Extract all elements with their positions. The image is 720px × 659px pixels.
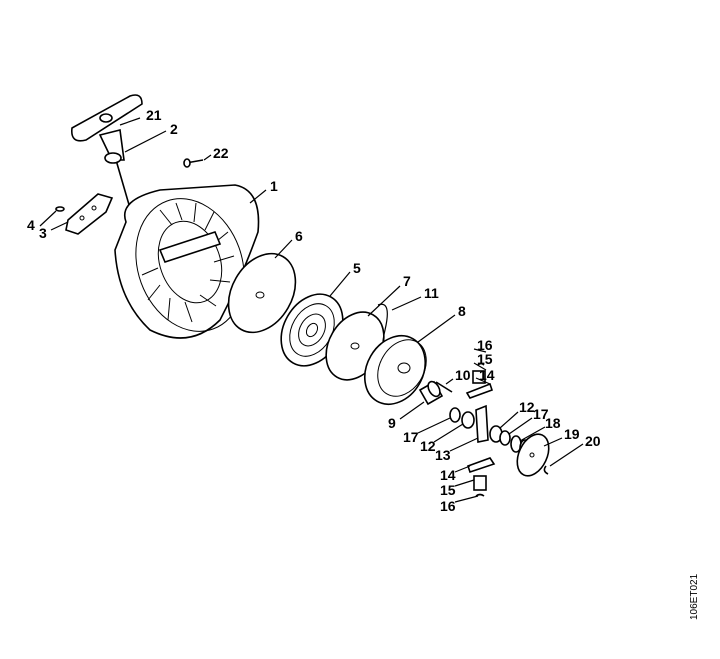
callout-21: 21 <box>146 107 162 123</box>
callout-15: 15 <box>477 351 493 367</box>
callout-13: 13 <box>435 447 451 463</box>
callout-2: 2 <box>170 121 178 137</box>
part-grommet <box>104 152 122 164</box>
callout-17b: 17 <box>533 406 549 422</box>
part-rope-rotor <box>364 335 427 405</box>
callout-18: 18 <box>545 415 561 431</box>
callout-14: 14 <box>479 367 495 383</box>
leader-lines <box>39 117 584 503</box>
callout-16b: 16 <box>440 498 456 514</box>
part-lower-pawl-assembly <box>466 457 496 497</box>
part-plate <box>55 193 114 235</box>
callout-19: 19 <box>564 426 580 442</box>
part-handle <box>70 94 143 216</box>
callout-10: 10 <box>455 367 471 383</box>
callout-5: 5 <box>353 260 361 276</box>
callout-14b: 14 <box>440 467 456 483</box>
callout-8: 8 <box>458 303 466 319</box>
callout-6: 6 <box>295 228 303 244</box>
part-fan-housing <box>114 184 260 339</box>
part-washers-and-driver <box>449 404 550 477</box>
callout-15b: 15 <box>440 482 456 498</box>
callout-3: 3 <box>39 225 47 241</box>
callout-12b: 12 <box>519 399 535 415</box>
callout-16: 16 <box>477 337 493 353</box>
part-pin <box>435 381 453 393</box>
callout-17: 17 <box>403 429 419 445</box>
callout-20: 20 <box>585 433 601 449</box>
part-screw <box>183 158 204 168</box>
part-sleeve <box>418 380 444 406</box>
callout-7: 7 <box>403 273 411 289</box>
callout-4: 4 <box>27 217 35 233</box>
callout-1: 1 <box>270 178 278 194</box>
part-spring-housing <box>227 252 297 334</box>
callout-9: 9 <box>388 415 396 431</box>
drawing-reference-code: 106ET021 <box>689 573 700 620</box>
callout-11: 11 <box>424 285 439 301</box>
callout-12: 12 <box>420 438 436 454</box>
callout-22: 22 <box>213 145 229 161</box>
